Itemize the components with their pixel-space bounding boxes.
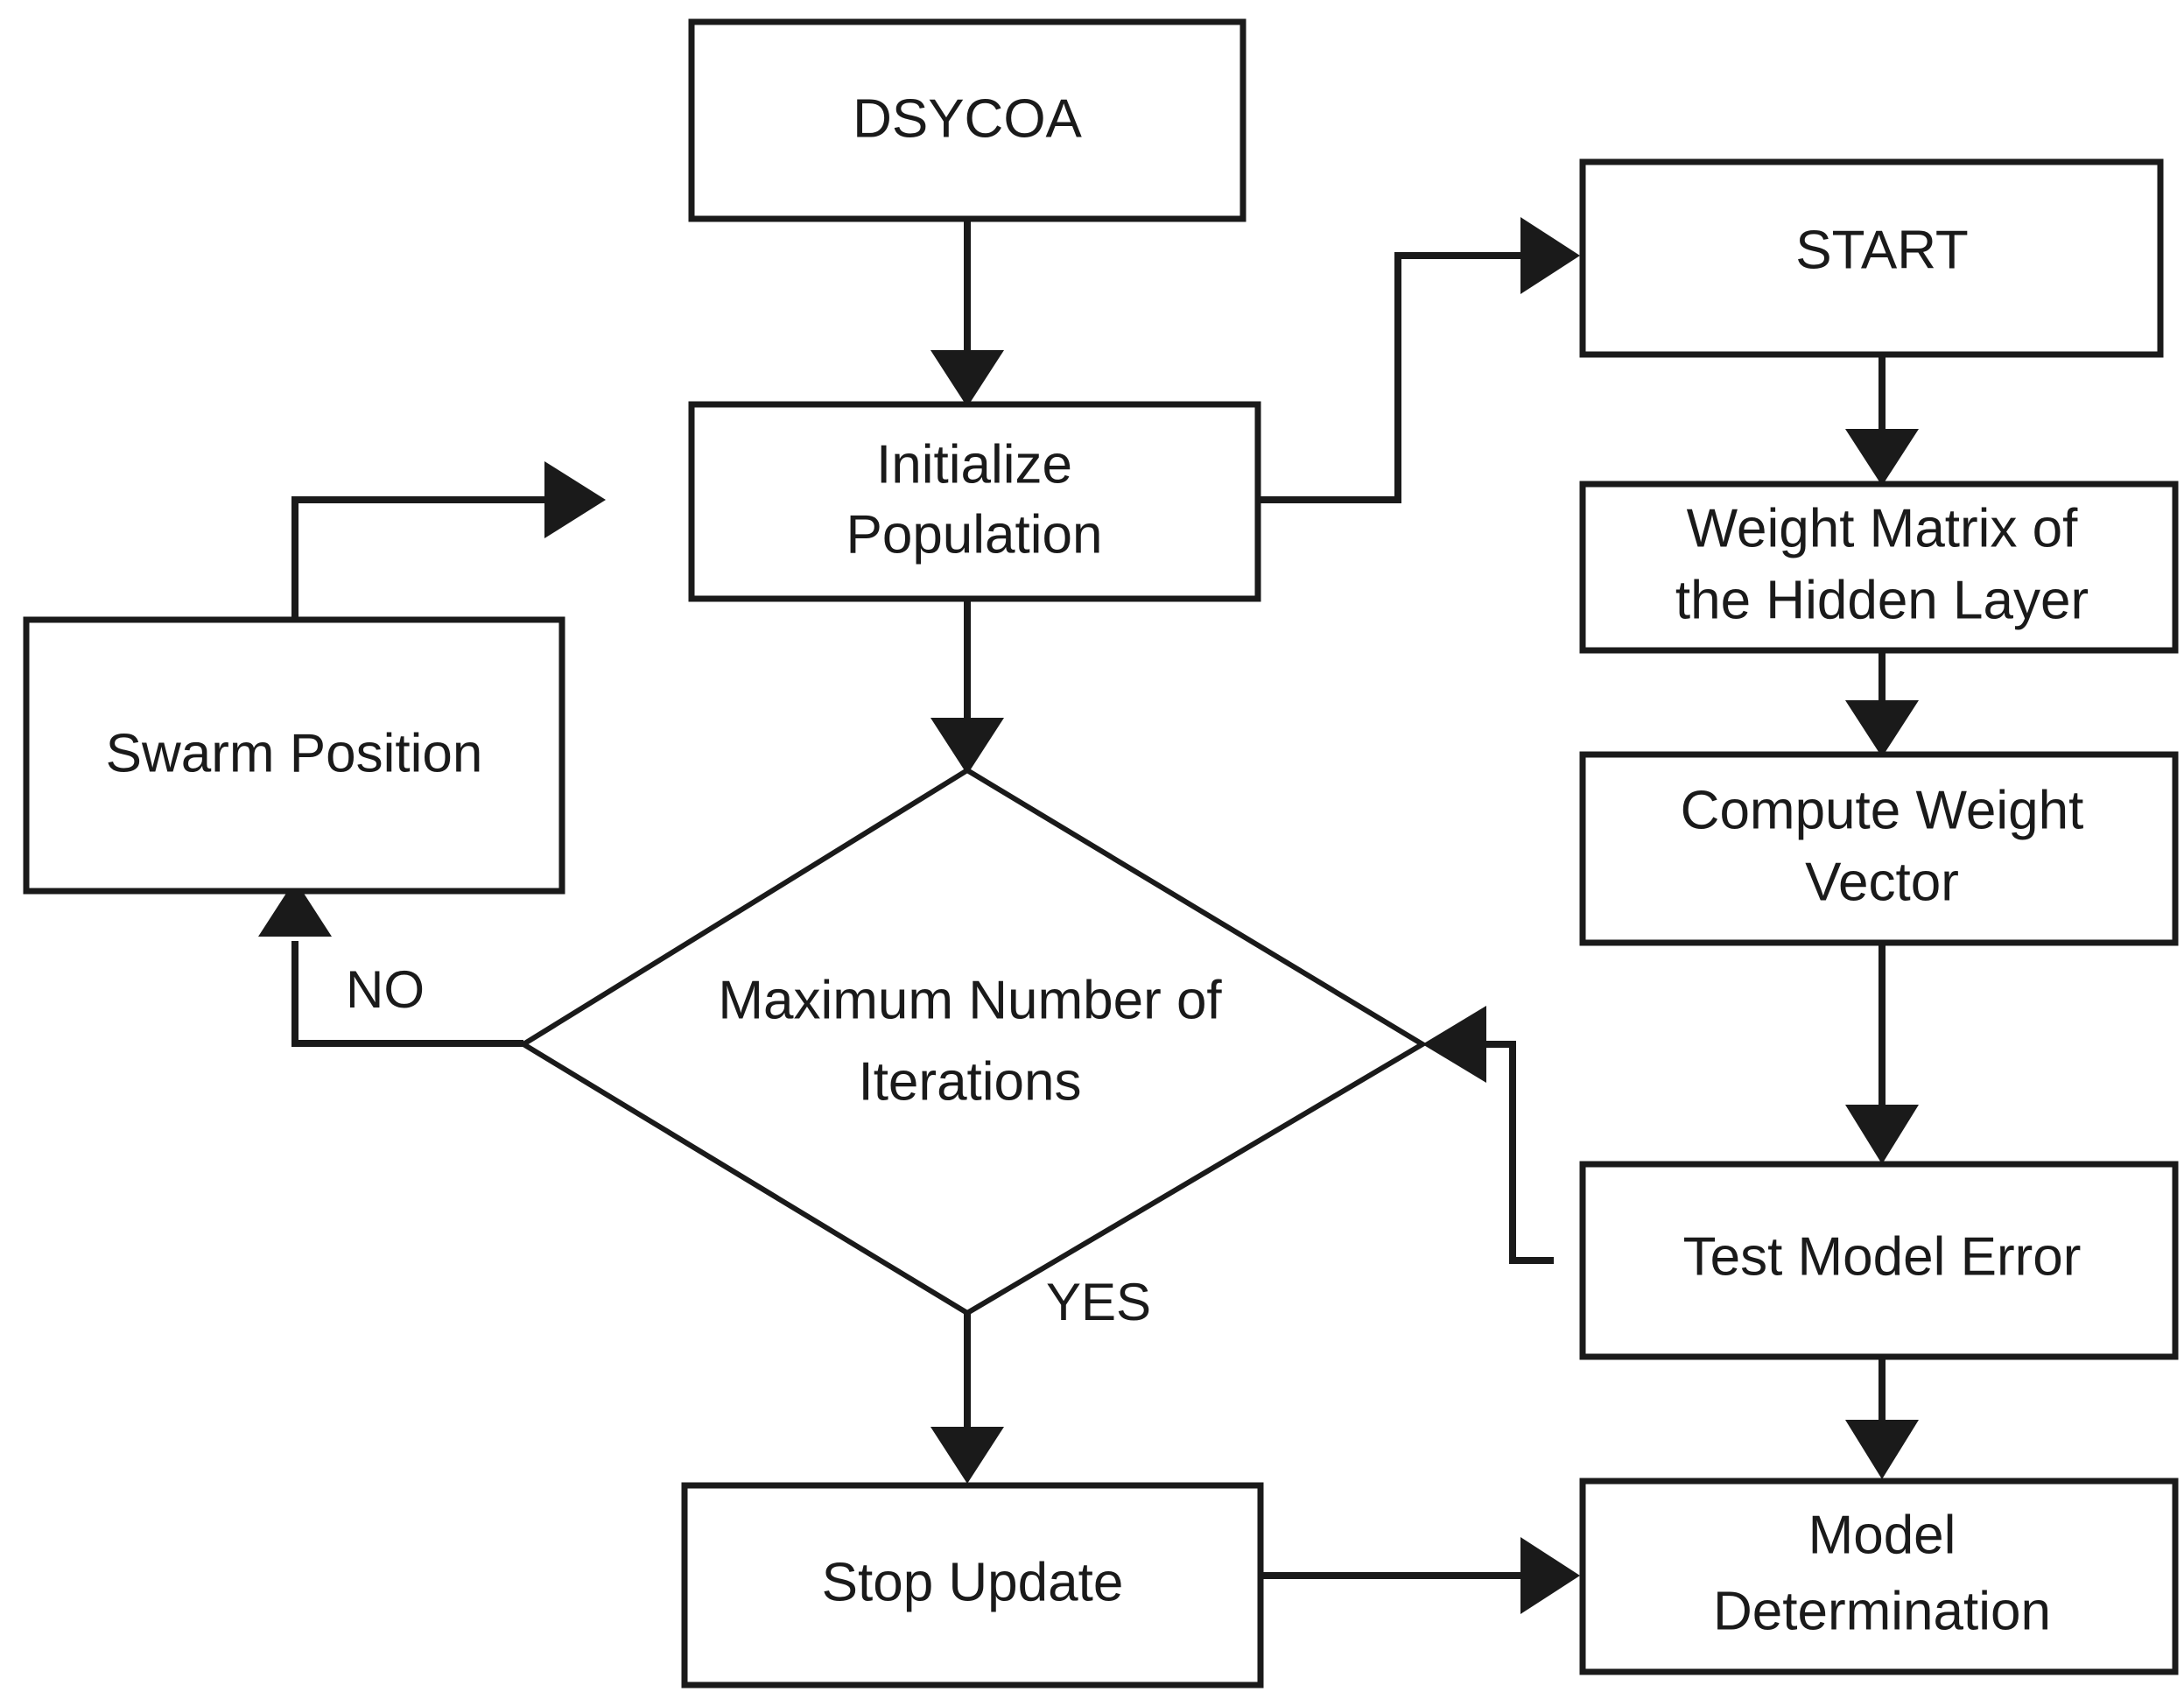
arrow-head-down-icon [930,1427,1004,1484]
edge-line [1479,1041,1554,1264]
arrow-head-down-icon [1845,1420,1919,1479]
arrow-head-down-icon [1845,700,1919,757]
node-test-model-error-label: Test Model Error [1683,1226,2082,1287]
node-initialize-population-label-line1: Initialize [876,434,1072,495]
edge-line [291,496,551,620]
edge-initialize-population-to-max-iterations [930,598,1004,775]
edge-compute-weight-vector-to-test-model-error [1845,941,1919,1164]
edge-swarm-position-to-initialize-population [291,461,606,620]
node-model-determination-label-line1: Model [1808,1505,1956,1565]
node-max-iterations[interactable]: Maximum Number of Iterations [518,767,1428,1316]
node-model-determination-shape [1579,1478,2179,1675]
node-start-label: START [1795,220,1969,280]
node-swarm-position[interactable]: Swarm Position [23,616,565,895]
node-initialize-population-label-line2: Population [846,504,1102,565]
edge-line [1258,252,1527,503]
node-compute-weight-vector-shape [1579,751,2179,946]
node-max-iterations-shape [518,767,1428,1316]
edge-label-yes: YES [1046,1273,1151,1331]
node-weight-matrix-shape [1579,481,2179,654]
arrow-head-down-icon [930,350,1004,407]
node-initialize-population[interactable]: Initialize Population [688,401,1261,602]
node-compute-weight-vector[interactable]: Compute Weight Vector [1579,751,2179,946]
node-model-determination[interactable]: Model Determination [1579,1478,2179,1675]
node-dsycoa-shape [688,18,1246,222]
node-compute-weight-vector-label-line1: Compute Weight [1681,780,2084,840]
edge-test-model-error-to-max-iterations [1422,1006,1554,1264]
edge-max-iterations-no-to-swarm-position [258,880,523,1047]
edge-test-model-error-to-model-determination [1845,1357,1919,1479]
arrow-head-down-icon [1845,1105,1919,1164]
edge-stop-update-to-model-determination [1261,1537,1580,1614]
node-max-iterations-label-line2: Iterations [858,1051,1081,1112]
node-model-determination-label-line2: Determination [1713,1581,2051,1641]
edge-line [291,941,523,1047]
node-dsycoa[interactable]: DSYCOA [688,18,1246,222]
arrow-head-right-icon [544,461,606,538]
node-test-model-error[interactable]: Test Model Error [1579,1161,2179,1360]
arrow-head-up-icon [258,880,332,937]
node-swarm-position-label: Swarm Position [106,723,483,783]
node-stop-update[interactable]: Stop Update [681,1482,1264,1688]
node-swarm-position-shape [23,616,565,895]
edge-max-iterations-yes-to-stop-update [930,1313,1004,1484]
node-stop-update-label: Stop Update [822,1552,1124,1612]
edge-initialize-population-to-start [1258,217,1580,503]
edge-start-to-weight-matrix [1845,354,1919,486]
arrow-head-left-icon [1422,1006,1486,1083]
arrow-head-right-icon [1520,1537,1580,1614]
arrow-head-down-icon [1845,429,1919,486]
node-compute-weight-vector-label-line2: Vector [1805,852,1959,912]
node-stop-update-shape [681,1482,1264,1688]
arrow-head-right-icon [1520,217,1580,294]
node-weight-matrix[interactable]: Weight Matrix of the Hidden Layer [1579,481,2179,654]
node-start-shape [1579,158,2164,358]
node-start[interactable]: START [1579,158,2164,358]
edge-dsycoa-to-initialize-population [930,219,1004,407]
node-dsycoa-label: DSYCOA [853,88,1082,149]
node-test-model-error-shape [1579,1161,2179,1360]
node-initialize-population-shape [688,401,1261,602]
node-weight-matrix-label-line2: the Hidden Layer [1675,570,2089,630]
node-weight-matrix-label-line1: Weight Matrix of [1687,498,2079,558]
edge-weight-matrix-to-compute-weight-vector [1845,648,1919,757]
node-max-iterations-label-line1: Maximum Number of [718,970,1222,1030]
arrow-head-down-icon [930,718,1004,775]
edge-label-no: NO [346,960,425,1019]
